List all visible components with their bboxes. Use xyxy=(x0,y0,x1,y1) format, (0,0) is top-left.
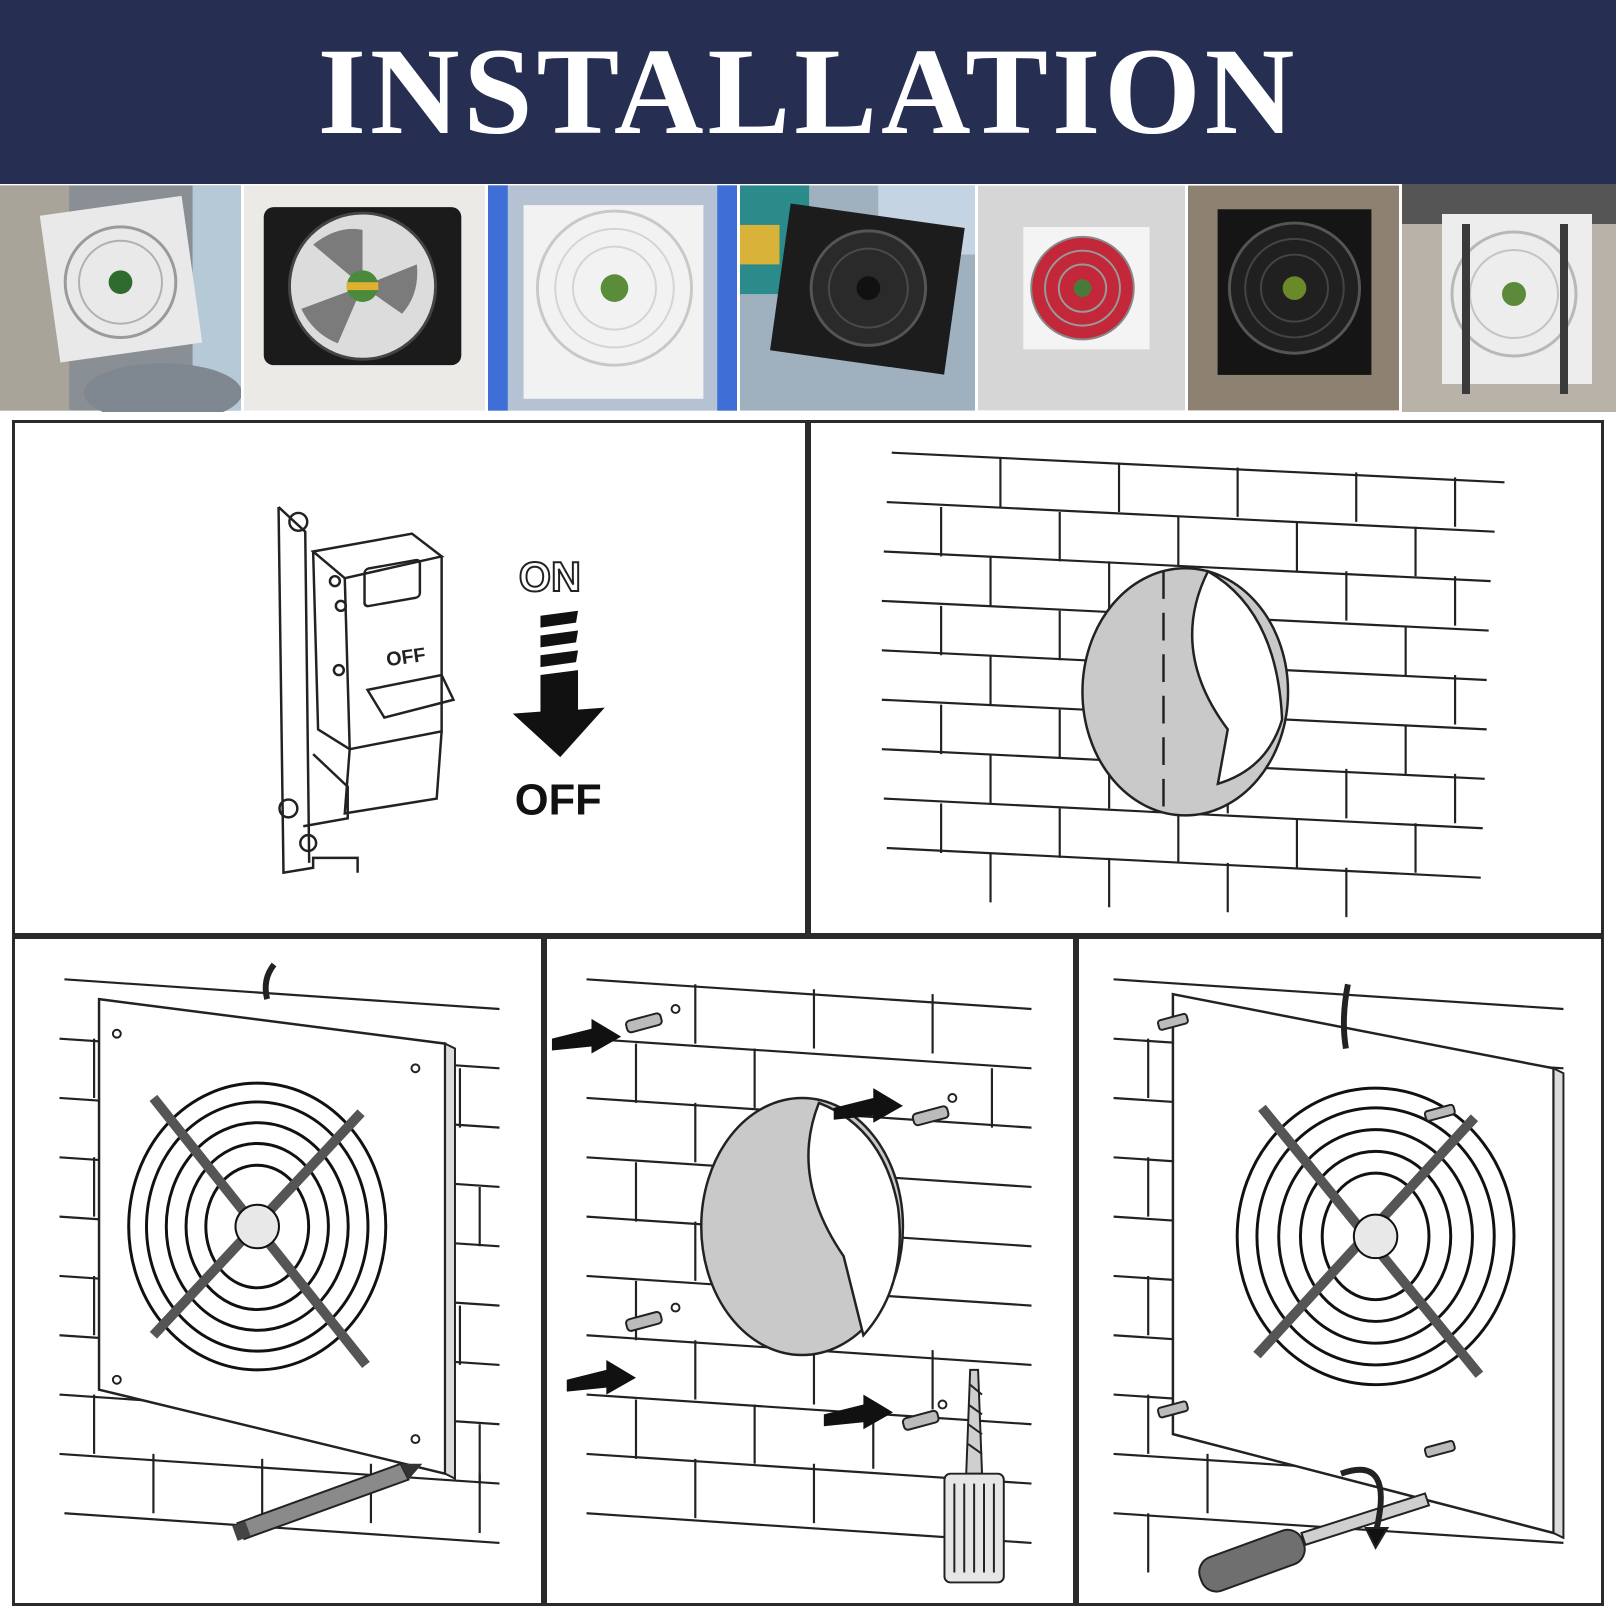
circuit-breaker-icon xyxy=(277,506,456,875)
photo-strip xyxy=(0,184,1616,412)
photo-white-fan-red-blades xyxy=(978,184,1188,412)
screwdriver-icon xyxy=(1198,1466,1431,1593)
fan-photo-icon xyxy=(0,185,241,412)
step-screw-panel xyxy=(1076,936,1604,1606)
fan-photo-icon xyxy=(1402,184,1616,412)
fan-photo-icon xyxy=(488,185,737,411)
step-drill-panel xyxy=(544,936,1076,1606)
fan-grille-icon xyxy=(127,1081,388,1372)
breaker-switch-label: OFF xyxy=(385,644,427,671)
off-label: OFF xyxy=(515,776,602,824)
fan-grille-icon xyxy=(1235,1086,1516,1387)
arrow-down-icon xyxy=(512,610,605,758)
wall-plug-icons xyxy=(625,1012,950,1431)
photo-white-fan-window xyxy=(0,184,244,412)
step-wall-hole-panel xyxy=(808,420,1604,936)
photo-white-fan-bars xyxy=(1402,184,1616,412)
wall-hole-icon xyxy=(1081,567,1290,819)
drill-icon xyxy=(943,1368,1005,1584)
photo-black-fan-stained-glass xyxy=(740,184,978,412)
on-label: ON xyxy=(519,553,581,600)
wall-hole-icon xyxy=(700,1096,905,1357)
page-title: INSTALLATION xyxy=(317,23,1299,160)
anchor-arrows xyxy=(551,1018,903,1430)
photo-black-fan-wall xyxy=(244,184,488,412)
photo-white-fan-blue-wall xyxy=(488,184,740,412)
title-banner: INSTALLATION xyxy=(0,0,1616,184)
pencil-icon xyxy=(232,1462,423,1541)
fan-photo-icon xyxy=(244,185,485,411)
photo-black-fan-concrete xyxy=(1188,184,1402,412)
fan-photo-icon xyxy=(1188,185,1399,411)
fan-photo-icon xyxy=(740,185,975,411)
fan-photo-icon xyxy=(978,185,1185,411)
screw-icons xyxy=(1156,1012,1456,1458)
step-breaker-panel: OFF ON OFF xyxy=(12,420,808,936)
step-mark-holes-panel xyxy=(12,936,544,1606)
